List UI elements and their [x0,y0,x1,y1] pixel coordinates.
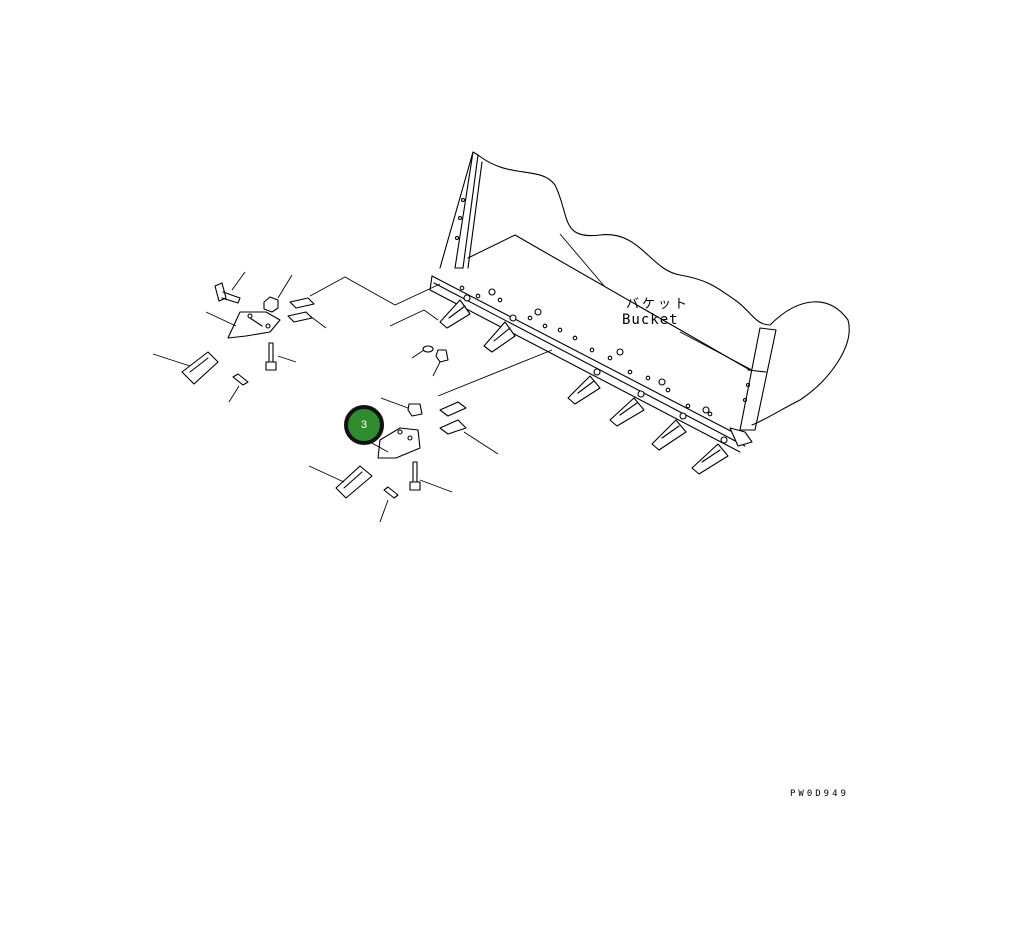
bucket-side-plate-right [739,327,777,431]
bucket-label-japanese: バケット [626,297,691,312]
bucket-outline [477,154,850,426]
bucket-label-english: Bucket [622,312,679,328]
lower-exploded-parts [308,397,499,523]
drawing-code: PW0D949 [790,789,849,799]
bucket-teeth [439,288,753,475]
callout-marker[interactable]: 3 [344,405,384,445]
assembly-leaders [309,233,753,397]
bucket-side-plate-left [439,151,483,269]
cutting-edge [429,275,749,453]
upper-exploded-parts [152,271,449,403]
